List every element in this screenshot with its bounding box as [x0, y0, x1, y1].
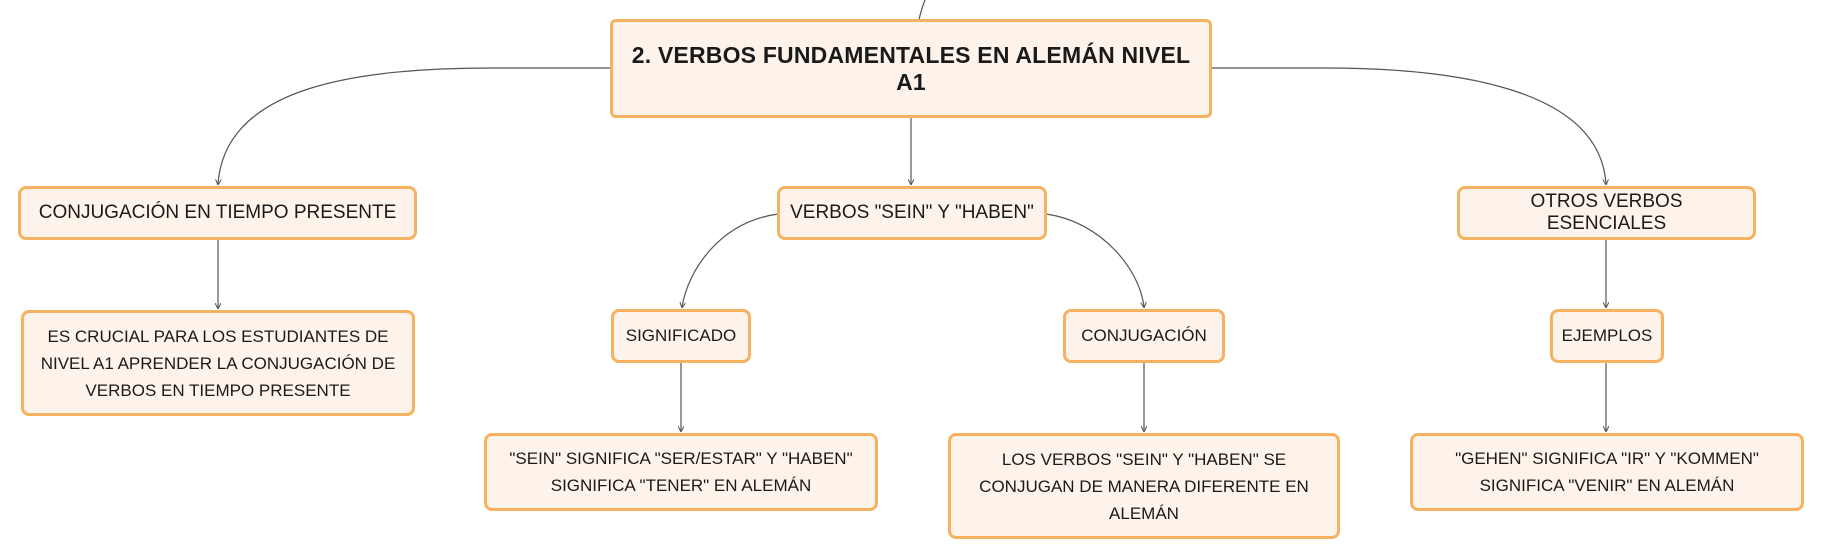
leaf-ejemplos-detail[interactable]: "GEHEN" SIGNIFICA "IR" Y "KOMMEN" SIGNIF…: [1410, 433, 1804, 511]
leaf-conjugacion-presente-detail[interactable]: ES CRUCIAL PARA LOS ESTUDIANTES DE NIVEL…: [21, 310, 415, 416]
topic-otros-verbos-esenciales[interactable]: OTROS VERBOS ESENCIALES: [1457, 186, 1756, 240]
topic-verbos-sein-haben[interactable]: VERBOS "SEIN" Y "HABEN": [777, 186, 1047, 240]
connector-verbos-to-conjugacion: [1045, 213, 1144, 307]
topic-conjugacion-presente[interactable]: CONJUGACIÓN EN TIEMPO PRESENTE: [18, 186, 417, 240]
connector-incoming-root: [918, 0, 926, 21]
leaf-significado-detail[interactable]: "SEIN" SIGNIFICA "SER/ESTAR" Y "HABEN" S…: [484, 433, 878, 511]
connector-root-to-conjugacion: [218, 67, 610, 184]
subtopic-ejemplos[interactable]: EJEMPLOS: [1550, 309, 1664, 363]
connector-verbos-to-significado: [682, 213, 779, 307]
subtopic-significado[interactable]: SIGNIFICADO: [611, 309, 751, 363]
subtopic-conjugacion[interactable]: CONJUGACIÓN: [1063, 309, 1225, 363]
root-topic[interactable]: 2. VERBOS FUNDAMENTALES EN ALEMÁN NIVEL …: [610, 19, 1212, 118]
connector-root-to-otros-verbos: [1212, 67, 1606, 184]
leaf-conjugacion-detail[interactable]: LOS VERBOS "SEIN" Y "HABEN" SE CONJUGAN …: [948, 433, 1340, 539]
